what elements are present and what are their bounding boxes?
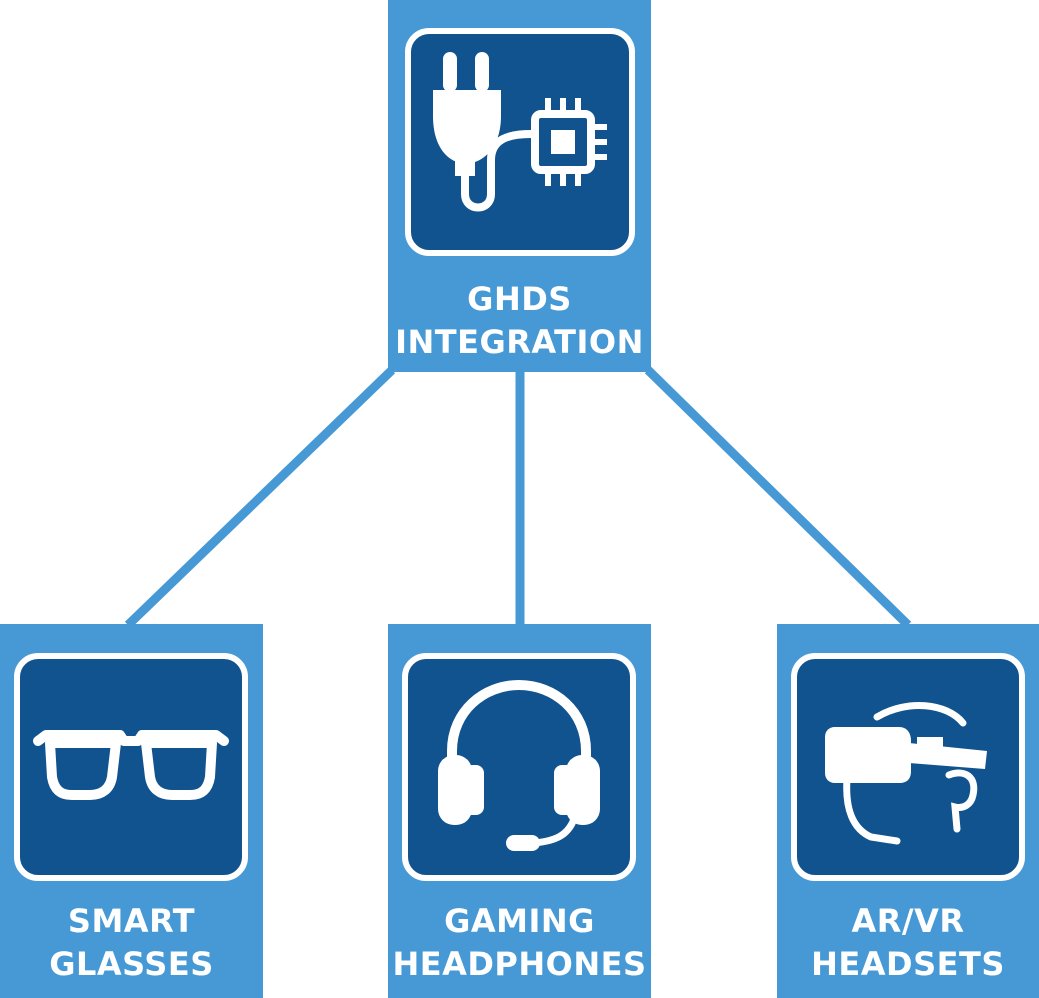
connector-root-to-smart-glasses bbox=[124, 366, 396, 629]
node-gaming-headphones: GAMING HEADPHONES bbox=[388, 624, 651, 998]
headphones-icon bbox=[438, 679, 600, 851]
label-line: GHDS bbox=[467, 280, 572, 318]
plug-chip-icon bbox=[433, 52, 607, 212]
node-label: GHDS INTEGRATION bbox=[388, 278, 651, 364]
node-label: GAMING HEADPHONES bbox=[388, 900, 651, 986]
label-line: GLASSES bbox=[49, 945, 214, 983]
connector-root-to-arvr-headsets bbox=[644, 366, 912, 629]
icon-tile bbox=[405, 28, 635, 256]
glasses-icon bbox=[33, 730, 229, 800]
icon-tile bbox=[791, 653, 1025, 881]
label-line: HEADSETS bbox=[811, 945, 1005, 983]
node-smart-glasses: SMART GLASSES bbox=[0, 624, 263, 998]
label-line: SMART bbox=[67, 902, 196, 940]
label-line: HEADPHONES bbox=[392, 945, 647, 983]
icon-tile bbox=[14, 653, 248, 881]
node-label: AR/VR HEADSETS bbox=[777, 900, 1039, 986]
icon-tile bbox=[402, 653, 636, 881]
node-label: SMART GLASSES bbox=[0, 900, 263, 986]
label-line: INTEGRATION bbox=[395, 323, 644, 361]
label-line: AR/VR bbox=[851, 902, 965, 940]
node-ghds-integration: GHDS INTEGRATION bbox=[388, 0, 651, 372]
label-line: GAMING bbox=[444, 902, 595, 940]
vr-headset-icon bbox=[825, 702, 987, 845]
node-arvr-headsets: AR/VR HEADSETS bbox=[777, 624, 1039, 998]
